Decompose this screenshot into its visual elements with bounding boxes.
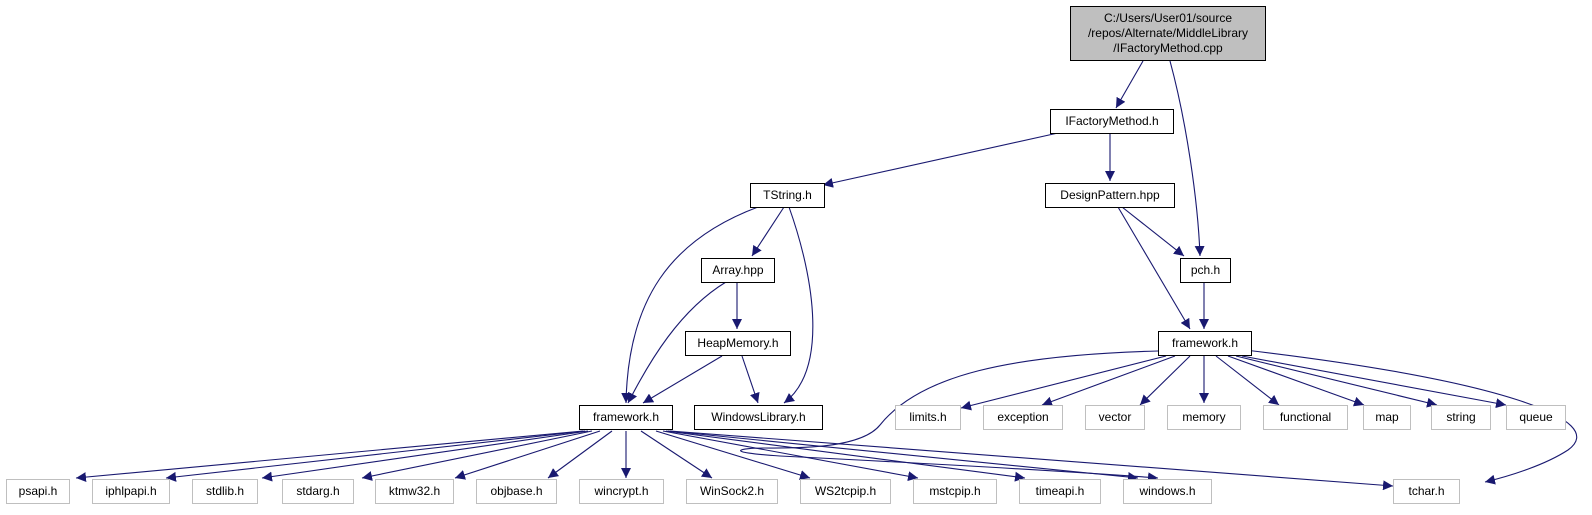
edge-root-to-ifactorymethod-h	[1115, 60, 1144, 109]
edge-framework-h-left-to-ws2tcpip-h	[655, 430, 811, 480]
edge-framework-h-left-to-timeapi-h	[665, 430, 1026, 482]
file-node-path-line-2: /repos/Alternate/MiddleLibrary	[1087, 26, 1249, 40]
edge-framework-h-right-to-functional	[1215, 355, 1280, 406]
file-node-iphlpapi-h[interactable]: iphlpapi.h	[92, 479, 170, 504]
file-node-path-line-3: /IFactoryMethod.cpp	[1113, 41, 1223, 55]
edge-framework-h-right-to-windows-h	[740, 350, 1159, 483]
file-node-stdlib-h[interactable]: stdlib.h	[192, 479, 258, 504]
edge-tstring-h-to-windowslibrary-h	[783, 206, 814, 404]
file-node-exception[interactable]: exception	[983, 405, 1063, 430]
edge-designpattern-hpp-to-pch-h	[1121, 206, 1185, 257]
file-node-objbase-h[interactable]: objbase.h	[476, 479, 557, 504]
edge-root-to-pch-h	[1169, 60, 1205, 257]
file-node-path-line-1: C:/Users/User01/source	[1103, 11, 1233, 25]
edge-framework-h-left-to-psapi-h	[75, 430, 584, 483]
edge-framework-h-left-to-ktmw32-h	[454, 430, 601, 480]
edge-heapmemory-h-to-windowslibrary-h	[741, 355, 760, 404]
edge-tstring-h-to-array-hpp	[751, 206, 785, 257]
file-node-ws2tcpip-h[interactable]: WS2tcpip.h	[800, 479, 891, 504]
file-node-ifactorymethod-cpp[interactable]: C:/Users/User01/source /repos/Alternate/…	[1070, 6, 1266, 61]
file-node-memory[interactable]: memory	[1167, 405, 1241, 430]
edge-framework-h-right-to-string	[1235, 355, 1438, 408]
edge-framework-h-left-to-iphlpapi-h	[165, 430, 586, 482]
edge-framework-h-left-to-mstcpip-h	[662, 430, 919, 482]
file-node-tchar-h[interactable]: tchar.h	[1393, 479, 1460, 504]
edge-framework-h-right-to-queue	[1241, 355, 1507, 409]
file-node-ktmw32-h[interactable]: ktmw32.h	[375, 479, 454, 504]
file-node-heapmemory-h[interactable]: HeapMemory.h	[685, 331, 791, 356]
file-node-pch-h[interactable]: pch.h	[1180, 258, 1231, 283]
edge-framework-h-left-to-windows-h	[667, 430, 1139, 482]
edge-designpattern-hpp-to-framework-h-right	[1117, 206, 1191, 330]
file-node-winsock2-h[interactable]: WinSock2.h	[686, 479, 778, 504]
file-node-queue[interactable]: queue	[1506, 405, 1566, 430]
file-node-windowslibrary-h[interactable]: WindowsLibrary.h	[694, 405, 823, 430]
file-node-array-hpp[interactable]: Array.hpp	[701, 258, 775, 283]
edge-framework-h-right-to-vector	[1139, 355, 1191, 406]
edge-framework-h-right-to-map	[1227, 355, 1365, 407]
file-node-vector[interactable]: vector	[1085, 405, 1145, 430]
file-node-tstring-h[interactable]: TString.h	[750, 183, 825, 208]
file-node-designpattern-hpp[interactable]: DesignPattern.hpp	[1045, 183, 1175, 208]
file-node-string[interactable]: string	[1431, 405, 1491, 430]
file-node-framework-h-left[interactable]: framework.h	[579, 405, 673, 430]
edge-framework-h-left-to-winsock2-h	[640, 430, 713, 479]
file-node-wincrypt-h[interactable]: wincrypt.h	[579, 479, 664, 504]
file-node-windows-h[interactable]: windows.h	[1123, 479, 1212, 504]
edge-framework-h-left-to-objbase-h	[547, 430, 613, 479]
file-node-psapi-h[interactable]: psapi.h	[6, 479, 70, 504]
file-node-functional[interactable]: functional	[1263, 405, 1348, 430]
file-node-map[interactable]: map	[1363, 405, 1411, 430]
file-node-stdarg-h[interactable]: stdarg.h	[282, 479, 354, 504]
edge-array-hpp-to-framework-h-left	[627, 281, 727, 404]
edge-framework-h-right-to-limits-h	[960, 355, 1167, 411]
file-node-mstcpip-h[interactable]: mstcpip.h	[913, 479, 997, 504]
edge-tstring-h-to-framework-h-left	[621, 206, 759, 404]
edge-framework-h-left-to-tchar-h	[669, 430, 1394, 491]
file-node-framework-h-right[interactable]: framework.h	[1158, 331, 1252, 356]
file-node-limits-h[interactable]: limits.h	[895, 405, 961, 430]
edge-ifactorymethod-h-to-tstring-h	[822, 132, 1059, 188]
edge-heapmemory-h-to-framework-h-left	[642, 355, 723, 404]
file-node-ifactorymethod-h[interactable]: IFactoryMethod.h	[1050, 109, 1174, 134]
edge-framework-h-left-to-stdlib-h	[261, 430, 589, 482]
edge-framework-h-left-to-stdarg-h	[361, 430, 593, 481]
file-node-timeapi-h[interactable]: timeapi.h	[1019, 479, 1101, 504]
edge-framework-h-right-to-exception	[1041, 355, 1176, 407]
edge-framework-h-right-to-tchar-h	[1244, 349, 1578, 485]
